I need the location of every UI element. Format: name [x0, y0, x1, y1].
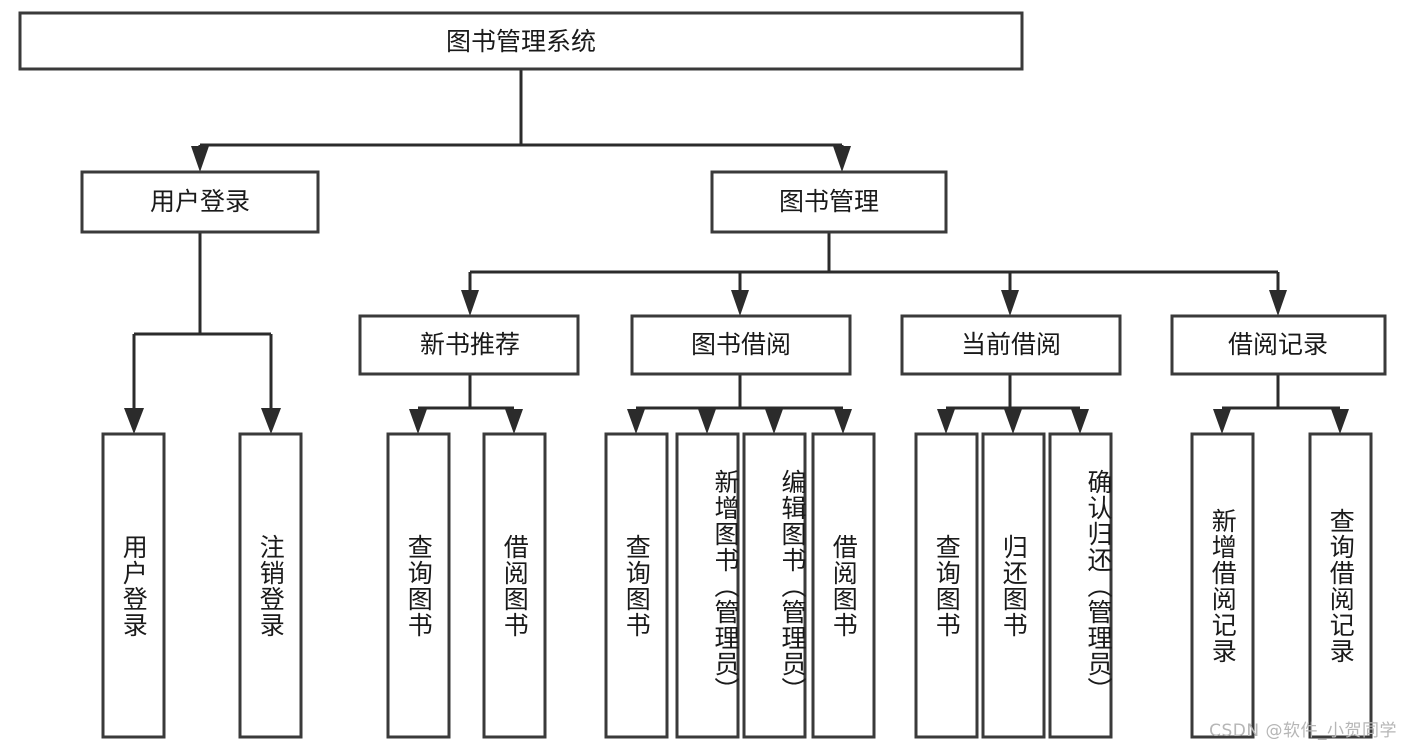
leaf-rect-borrow-book-2 — [811, 432, 876, 739]
node-new-book-recommend-label: 新书推荐 — [420, 330, 520, 359]
leaf-rect-borrow-book-1 — [482, 432, 547, 739]
leaf-rect-group — [101, 432, 1373, 739]
connector-userlogin-to-leaves — [124, 232, 281, 434]
leaf-rect-logout — [238, 432, 303, 739]
leaf-rect-edit-book — [742, 432, 807, 739]
leaf-rect-user-login — [101, 432, 166, 739]
leaf-rect-query-book-3 — [914, 432, 979, 739]
node-book-borrow-label: 图书借阅 — [691, 330, 791, 359]
node-new-book-recommend[interactable]: 新书推荐 — [358, 314, 580, 376]
leaf-rect-query-book-1 — [386, 432, 451, 739]
node-user-login-label: 用户登录 — [150, 187, 250, 216]
node-root[interactable]: 图书管理系统 — [18, 11, 1024, 71]
leaf-rect-confirm-return — [1048, 432, 1113, 739]
connector-borrowrecord-to-leaves — [1213, 374, 1349, 434]
leaf-rect-add-book — [675, 432, 740, 739]
node-borrow-record[interactable]: 借阅记录 — [1170, 314, 1387, 376]
node-current-borrow[interactable]: 当前借阅 — [900, 314, 1122, 376]
connector-root-to-level1 — [191, 69, 851, 172]
leaf-rect-return-book — [981, 432, 1046, 739]
node-user-login[interactable]: 用户登录 — [80, 170, 320, 234]
connector-group — [124, 69, 1349, 434]
connector-bookborrow-to-leaves — [627, 374, 852, 434]
node-book-manage[interactable]: 图书管理 — [710, 170, 948, 234]
node-borrow-record-label: 借阅记录 — [1228, 330, 1328, 359]
leaf-rect-query-record — [1308, 432, 1373, 739]
node-current-borrow-label: 当前借阅 — [961, 330, 1061, 359]
leaf-rect-query-book-2 — [604, 432, 669, 739]
csdn-watermark: CSDN @软件_小贺同学 — [1209, 721, 1397, 741]
node-book-borrow[interactable]: 图书借阅 — [630, 314, 852, 376]
node-root-label: 图书管理系统 — [446, 27, 596, 56]
leaf-rect-add-record — [1190, 432, 1255, 739]
connector-currentborrow-to-leaves — [937, 374, 1089, 434]
connector-newbook-to-leaves — [409, 374, 523, 434]
node-book-manage-label: 图书管理 — [779, 187, 879, 216]
connector-bookmanage-to-level2 — [461, 232, 1287, 316]
